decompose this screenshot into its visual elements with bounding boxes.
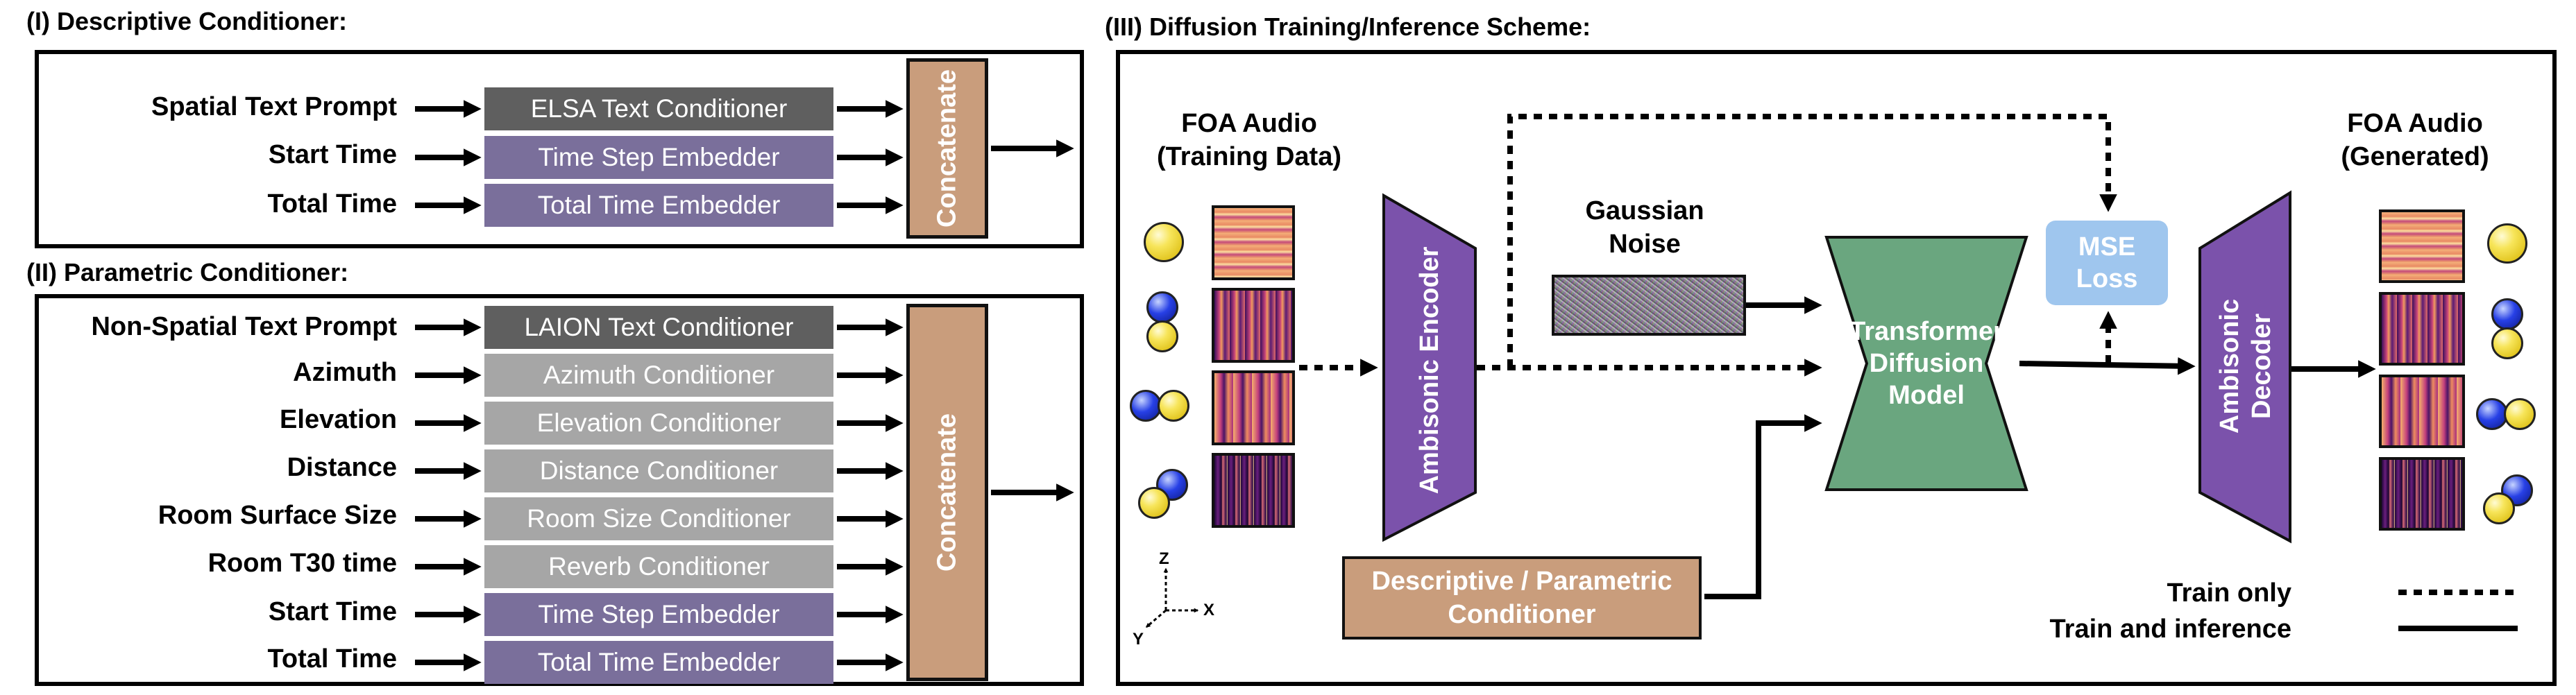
dipole-ball-icon — [1146, 320, 1178, 352]
concatenate-block: Concatenate — [906, 58, 988, 239]
reverb-conditioner: Reverb Conditioner — [484, 545, 833, 588]
concatenate-block: Concatenate — [906, 304, 988, 681]
input-label: Total Time — [267, 189, 397, 218]
descriptive-parametric-conditioner: Descriptive / Parametric Conditioner — [1342, 556, 1702, 640]
legend-train-inference: Train and inference — [2049, 615, 2291, 644]
elsa-text-conditioner: ELSA Text Conditioner — [484, 87, 833, 130]
dipole-ball-icon — [1158, 390, 1189, 422]
input-label: Distance — [287, 453, 397, 482]
ambisonic-encoder-label: Ambisonic Encoder — [1415, 246, 1444, 495]
ambisonic-decoder-label: Ambisonic Decoder — [2215, 298, 2276, 434]
mse-loss-block: MSE Loss — [2046, 221, 2168, 305]
input-label: Room Surface Size — [158, 501, 397, 530]
dipole-ball-icon — [1146, 291, 1178, 323]
dipole-ball-icon — [2483, 492, 2515, 524]
gaussian-noise-label: Gaussian Noise — [1585, 196, 1704, 259]
input-label: Room T30 time — [207, 549, 397, 578]
time-step-embedder: Time Step Embedder — [484, 136, 833, 179]
spectrogram — [1212, 370, 1295, 445]
ambisonic-encoder-shape — [1382, 193, 1477, 542]
axis-z-label: Z — [1159, 549, 1169, 568]
spectrogram — [1212, 288, 1295, 363]
foa-generated-label: FOA Audio (Generated) — [2341, 109, 2489, 171]
dipole-ball-icon — [2491, 327, 2523, 359]
input-label: Azimuth — [293, 358, 397, 387]
input-label: Spatial Text Prompt — [151, 92, 397, 121]
input-label: Start Time — [268, 597, 397, 626]
mono-ball-icon — [1144, 222, 1184, 262]
total-time-embedder: Total Time Embedder — [484, 184, 833, 227]
foa-training-label: FOA Audio (Training Data) — [1156, 109, 1342, 171]
input-label: Start Time — [268, 140, 397, 169]
section2-title: (II) Parametric Conditioner: — [26, 258, 349, 286]
ambisonic-decoder-shape — [2198, 190, 2291, 544]
spectrogram — [1212, 205, 1295, 280]
input-label: Non-Spatial Text Prompt — [91, 312, 397, 341]
spectrogram — [2379, 375, 2465, 448]
input-label: Elevation — [280, 405, 397, 434]
gaussian-noise-image — [1552, 275, 1746, 336]
spectrogram — [2379, 457, 2465, 531]
azimuth-conditioner: Azimuth Conditioner — [484, 354, 833, 397]
mono-ball-icon — [2487, 223, 2527, 264]
elevation-conditioner: Elevation Conditioner — [484, 402, 833, 445]
dipole-ball-icon — [2504, 398, 2536, 430]
transformer-diffusion-shape — [1824, 236, 2028, 491]
total-time-embedder: Total Time Embedder — [484, 641, 833, 684]
room-size-conditioner: Room Size Conditioner — [484, 497, 833, 540]
axis-y-label: Y — [1133, 630, 1144, 649]
time-step-embedder: Time Step Embedder — [484, 593, 833, 636]
input-label: Total Time — [267, 644, 397, 673]
axis-x-label: X — [1203, 601, 1215, 619]
laion-text-conditioner: LAION Text Conditioner — [484, 306, 833, 349]
spectrogram — [2379, 292, 2465, 366]
dipole-ball-icon — [1138, 487, 1170, 519]
spectrogram — [2379, 209, 2465, 283]
transformer-diffusion-label: Transformer Diffusion Model — [1849, 317, 2003, 410]
section1-title: (I) Descriptive Conditioner: — [26, 7, 348, 35]
spectrogram — [1212, 453, 1295, 528]
section3-title: (III) Diffusion Training/Inference Schem… — [1105, 12, 1591, 41]
distance-conditioner: Distance Conditioner — [484, 449, 833, 492]
legend-train-only: Train only — [2167, 578, 2291, 608]
